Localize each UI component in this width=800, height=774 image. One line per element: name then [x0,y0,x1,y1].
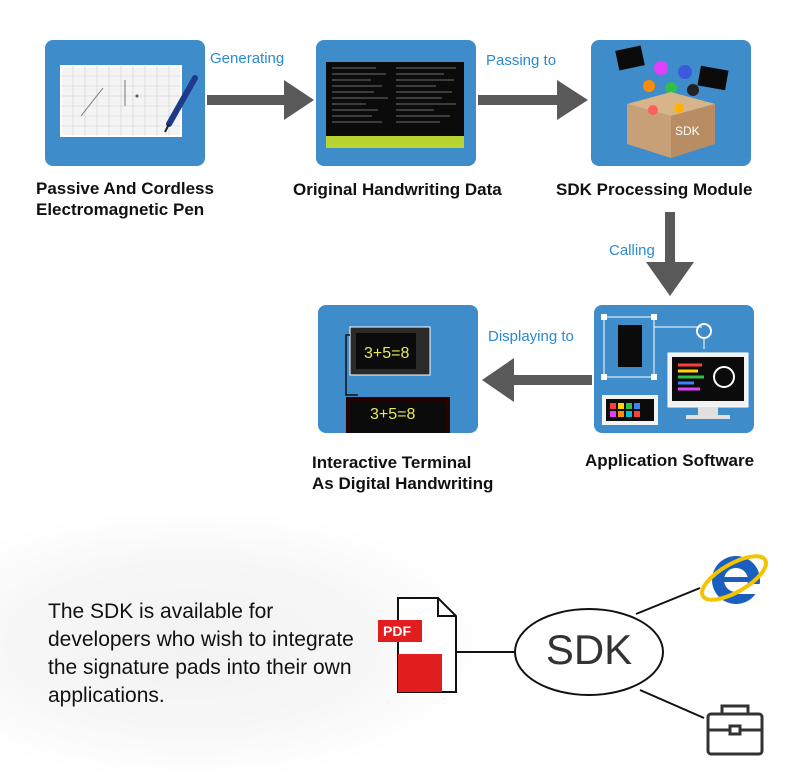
edge-label-passing-to: Passing to [486,52,557,69]
software-window-icon [601,314,749,425]
equation-text: 3+5=8 [370,406,416,423]
flow-arrows [207,80,694,402]
arrow-displaying-to-head [482,358,514,402]
sdk-box-icon [615,45,729,158]
tablet-pen-icon [60,65,198,137]
equation-text: 3+5=8 [364,345,410,362]
arrow-passing-to [478,95,558,105]
terminal-devices-icon [345,326,450,433]
sdk-availability-note: The SDK is available for developers who … [48,600,354,707]
pdf-label: PDF [383,623,411,639]
sdk-box-label: SDK [675,124,700,138]
raw-data-tile [316,40,476,166]
arrow-calling [665,212,675,264]
sdk-hub-label: SDK [545,626,633,673]
node-label-raw-data: Original Handwriting Data [293,180,502,199]
app-software-tile [594,305,754,433]
hub-link-ie [635,587,701,615]
edge-label-generating: Generating [210,50,285,67]
ie-browser-icon [700,554,768,604]
edge-label-calling: Calling [609,242,655,259]
node-label-pen: Passive And Cordless Electromagnetic Pen [36,179,214,219]
arrow-generating-head [284,80,314,120]
edge-label-displaying-to: Displaying to [488,328,574,345]
arrow-displaying-to [512,375,592,385]
sdk-module-tile: SDK [591,40,751,166]
toolbox-icon [706,704,764,756]
arrow-generating [207,95,285,105]
terminal-tile: 3+5=8 3+5=8 [318,305,478,433]
arrow-calling-head [646,262,694,296]
node-label-terminal: Interactive Terminal As Digital Handwrit… [312,453,494,493]
sdk-hub-oval [514,608,664,696]
pdf-file-icon [378,597,457,693]
node-label-app-software: Application Software [585,451,755,470]
hub-link-toolbox [639,689,705,719]
code-screen-icon [326,62,464,148]
arrow-passing-to-head [557,80,588,120]
node-label-sdk-module: SDK Processing Module [556,180,753,199]
sdk-hub-diagram [378,554,768,756]
pen-tile [45,40,205,166]
